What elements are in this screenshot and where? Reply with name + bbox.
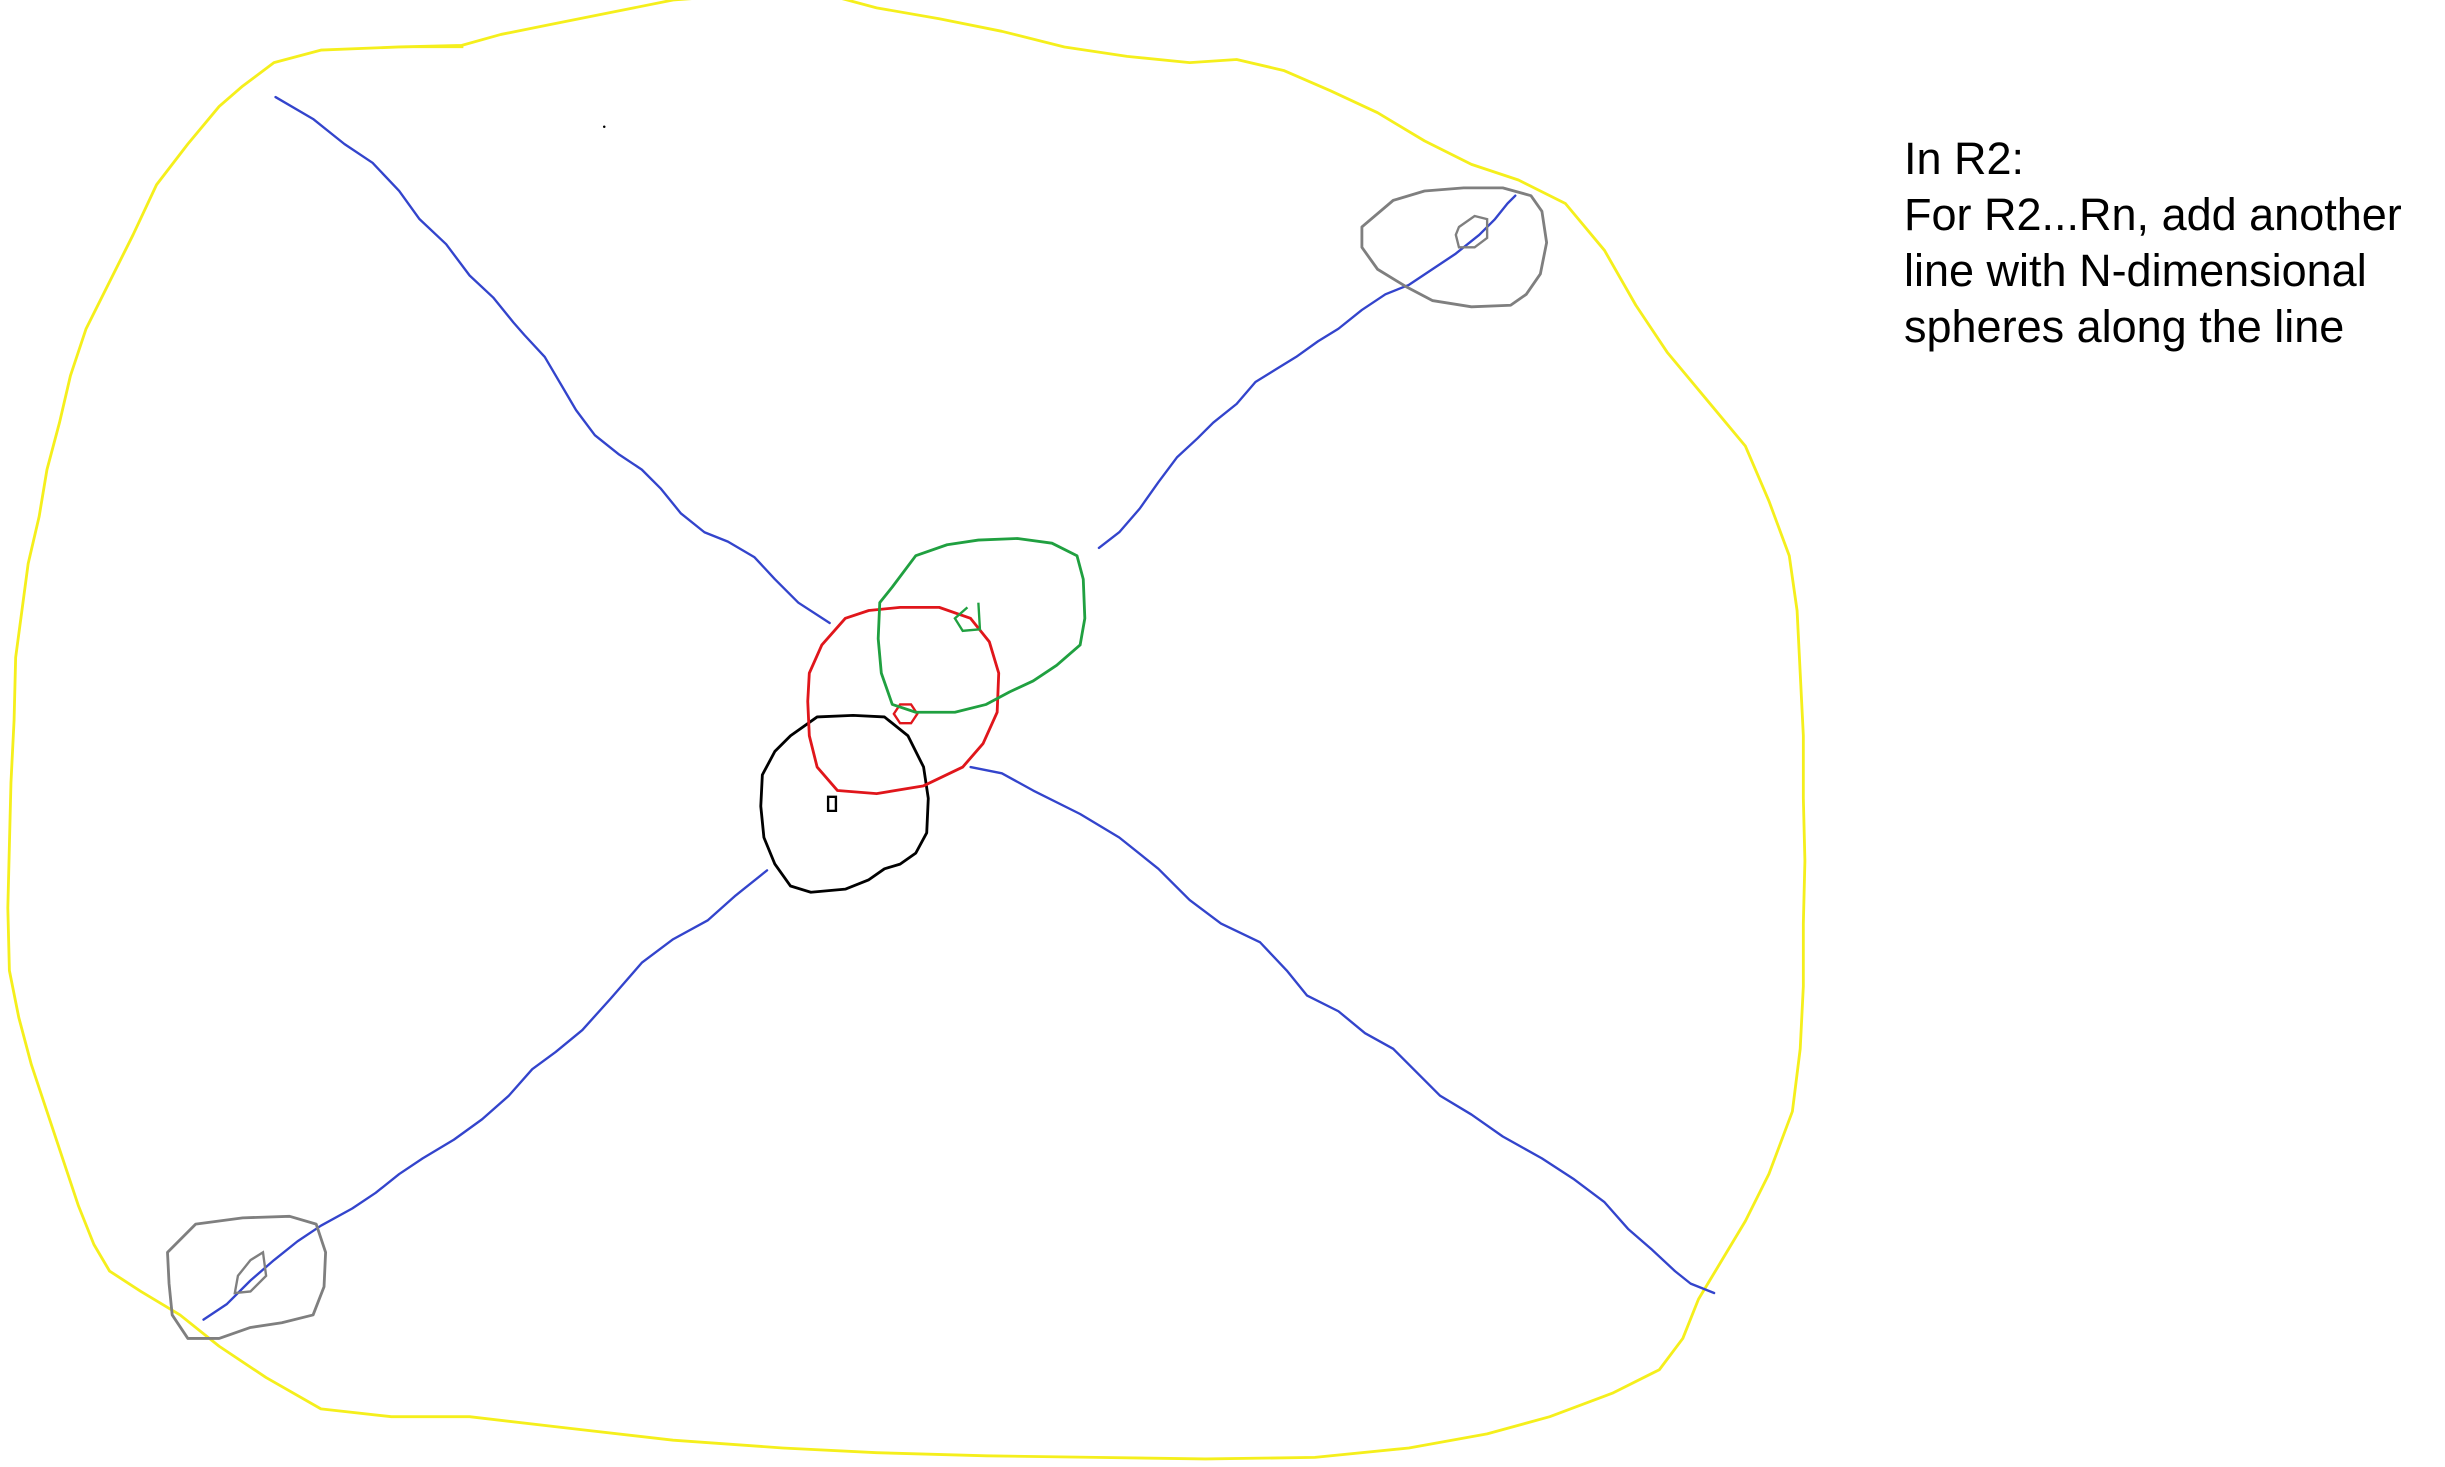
red-small-loop — [892, 703, 919, 725]
note-line: line with N-dimensional — [1904, 245, 2367, 296]
note-line: For R2...Rn, add another — [1904, 189, 2402, 240]
axis-line-upper-left — [274, 95, 831, 625]
note-line-heading: In R2: — [1904, 133, 2025, 184]
axis-line-lower-left — [202, 869, 769, 1321]
outer-boundary-curve — [6, 0, 1807, 1461]
grey-endpoint-circle-upper-right-outer — [1360, 186, 1549, 309]
note-line: spheres along the line — [1904, 301, 2345, 352]
black-origin-marker — [826, 795, 838, 813]
grey-endpoint-circle-lower-left-inner — [233, 1250, 268, 1295]
axis-line-lower-right — [969, 765, 1716, 1295]
black-circle — [759, 713, 930, 894]
red-circle — [806, 605, 1001, 796]
green-spiral-mark — [953, 602, 982, 633]
grey-endpoint-circle-upper-right-inner — [1454, 214, 1489, 249]
explanatory-note: In R2: For R2...Rn, add another line wit… — [1904, 131, 2402, 355]
stray-dot — [602, 125, 606, 129]
green-circle — [876, 537, 1087, 714]
grey-endpoint-circle-lower-left-outer — [166, 1214, 328, 1340]
axis-line-upper-right — [1097, 194, 1517, 550]
